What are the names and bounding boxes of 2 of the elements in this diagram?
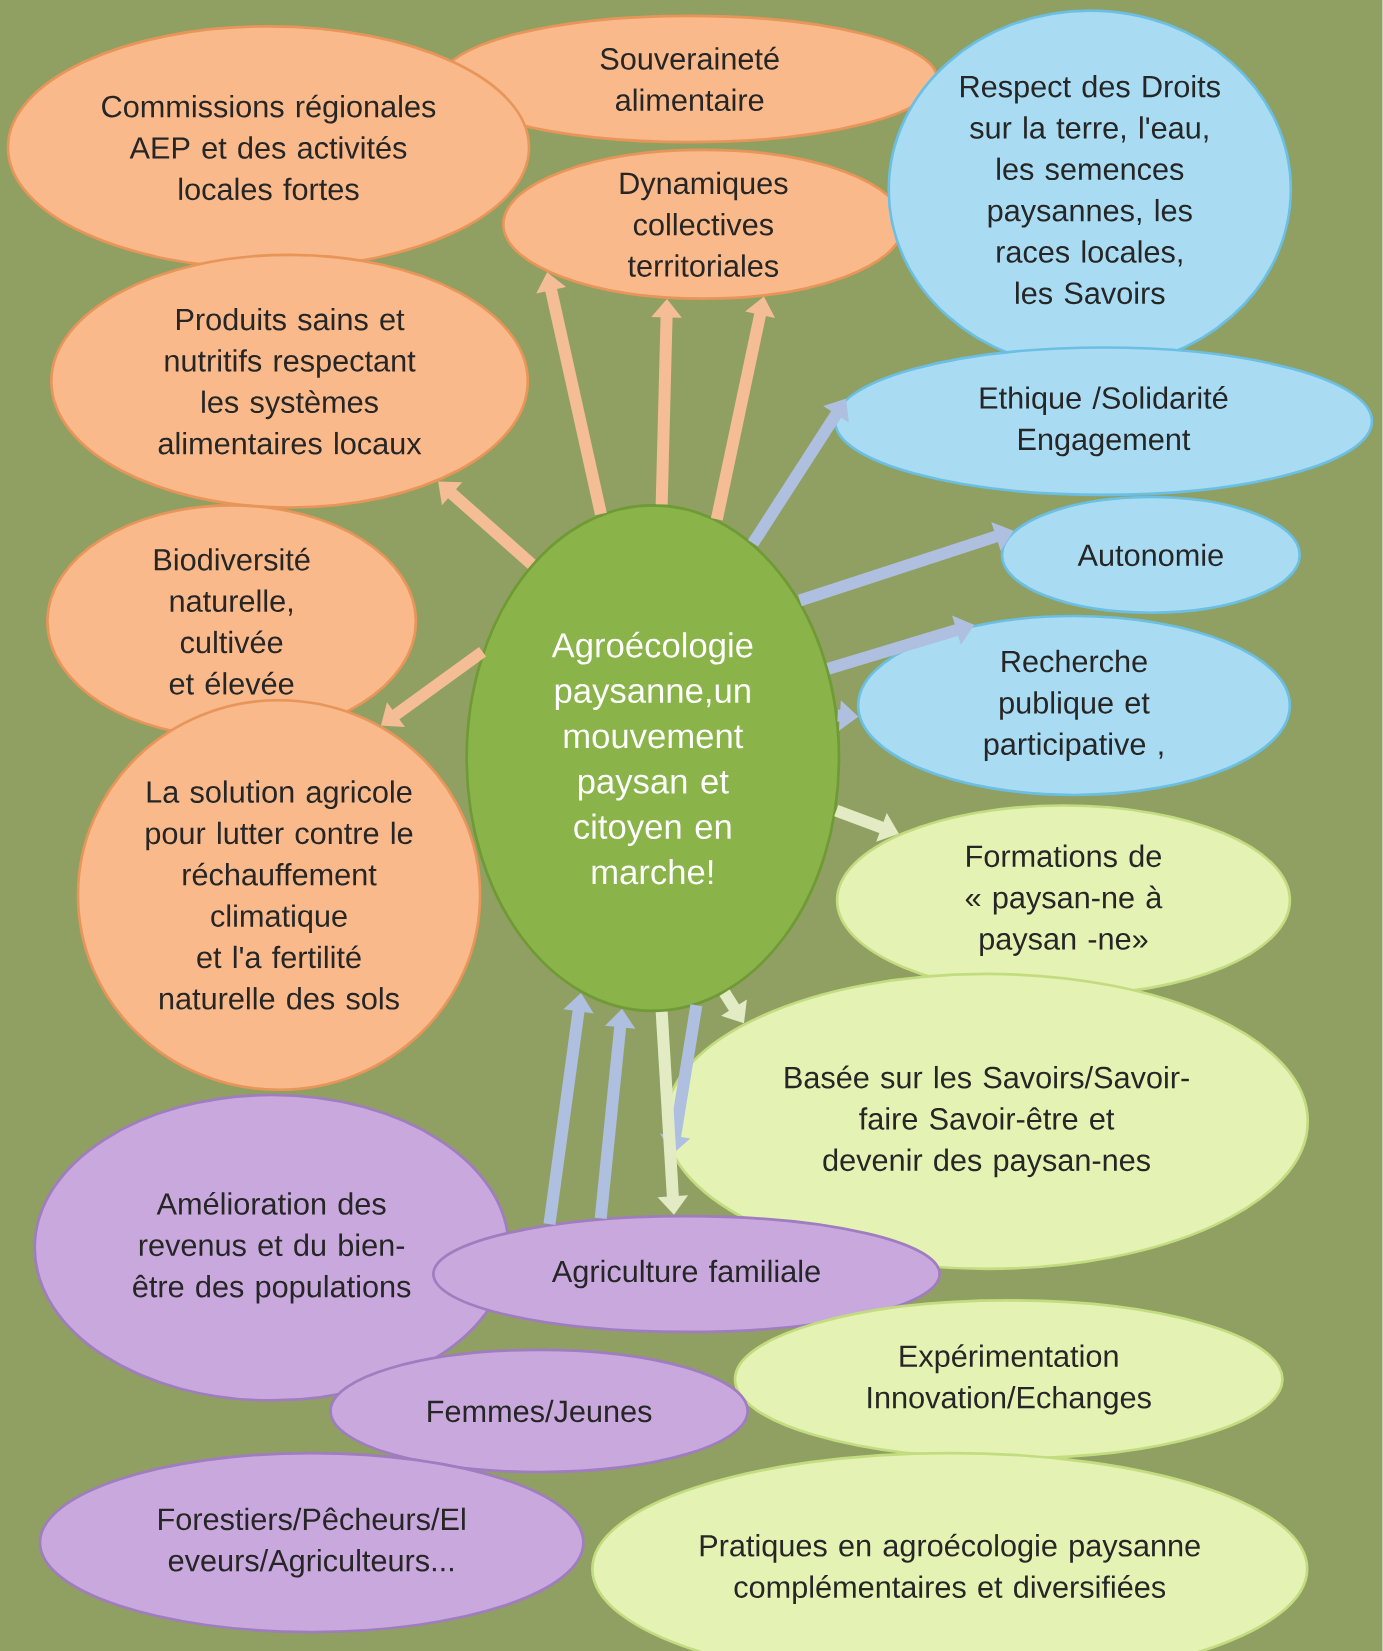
arrow — [438, 481, 536, 569]
arrow — [381, 646, 487, 727]
